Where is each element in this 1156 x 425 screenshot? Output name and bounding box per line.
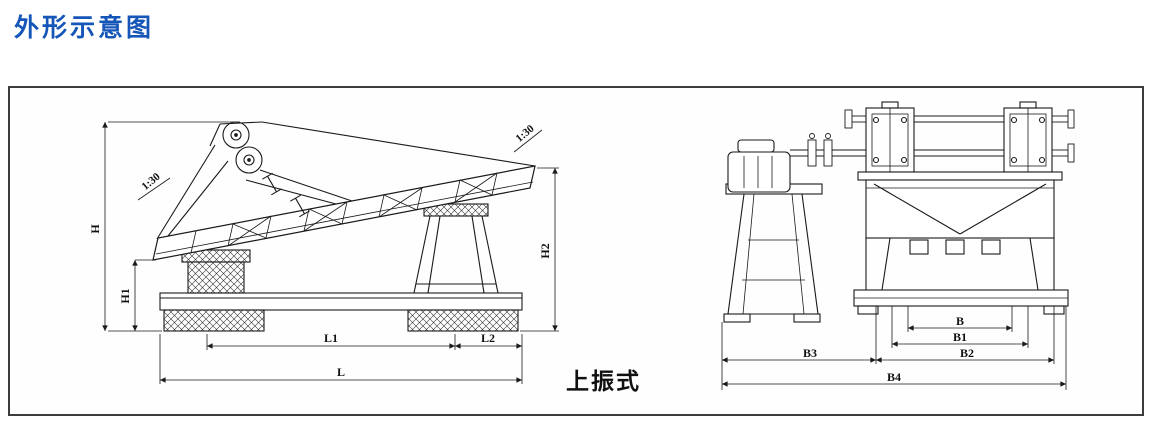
page-title: 外形示意图 xyxy=(14,14,155,42)
dim-label-b: B xyxy=(956,314,964,328)
side-exciter xyxy=(156,121,536,240)
front-drive-shaft xyxy=(790,109,1075,167)
dim-label-b4: B4 xyxy=(887,370,901,384)
side-left-support xyxy=(181,249,251,294)
trough-ribs xyxy=(190,172,498,254)
side-view: H H1 H2 L1 L2 L 1:30 1:30 上振式 xyxy=(88,121,641,394)
dim-label-h1: H1 xyxy=(118,288,132,303)
type-caption: 上振式 xyxy=(566,368,641,394)
front-bearing-blocks xyxy=(865,101,1053,173)
dim-label-l2: L2 xyxy=(481,331,495,345)
front-dimensions xyxy=(721,306,1067,390)
schematic-drawing: H H1 H2 L1 L2 L 1:30 1:30 上振式 xyxy=(88,101,1075,394)
dim-label-l1: L1 xyxy=(324,331,338,345)
slope-label-right: 1:30 xyxy=(513,122,537,144)
drawing-frame: H H1 H2 L1 L2 L 1:30 1:30 上振式 xyxy=(8,86,1144,416)
dim-label-b3: B3 xyxy=(803,346,817,360)
front-motor-stand xyxy=(723,183,823,323)
side-trough xyxy=(152,165,536,261)
front-screen-body xyxy=(853,171,1069,315)
dim-label-h: H xyxy=(88,224,102,234)
side-dimensions xyxy=(102,121,559,384)
i-beam-mark xyxy=(290,194,310,218)
side-right-support xyxy=(413,203,499,294)
dim-label-b1: B1 xyxy=(953,330,967,344)
i-beam-mark xyxy=(262,172,282,196)
dim-label-l: L xyxy=(337,365,345,379)
dim-label-b2: B2 xyxy=(960,346,974,360)
front-motor xyxy=(727,139,791,193)
side-base xyxy=(159,292,523,332)
slope-label-left: 1:30 xyxy=(139,170,163,192)
dim-label-h2: H2 xyxy=(538,243,552,258)
front-view: B B1 B2 B3 B4 xyxy=(721,101,1075,390)
